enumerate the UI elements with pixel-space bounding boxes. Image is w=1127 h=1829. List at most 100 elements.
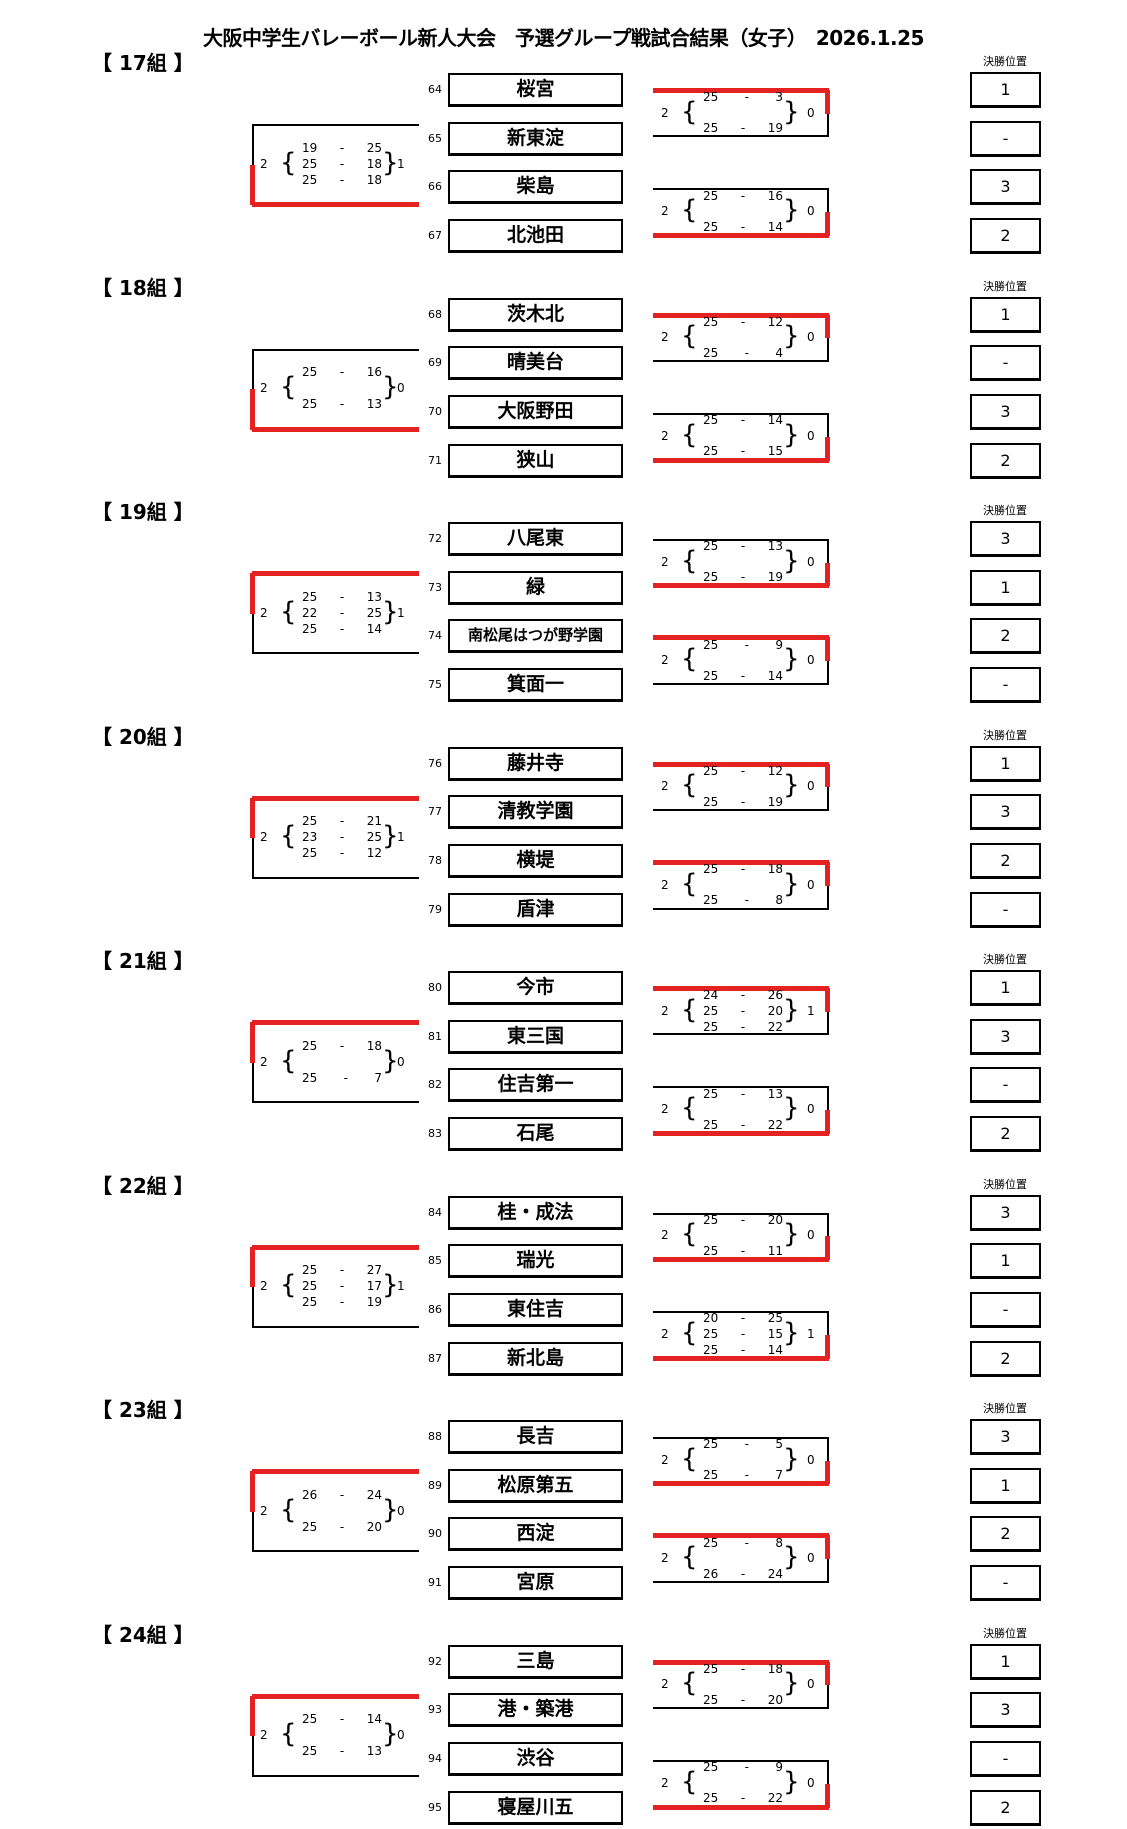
set-score-right: 25 — [366, 605, 382, 620]
set-score-right: 22 — [767, 1019, 783, 1034]
team-seed-number: 77 — [428, 805, 442, 819]
set-score-row: 25-16 — [302, 365, 382, 379]
final-rank-box: 2 — [970, 1340, 1041, 1377]
set-score-left: 25 — [703, 668, 719, 683]
bracket-lower-side — [825, 1334, 830, 1359]
set-score-right: 18 — [366, 1038, 382, 1053]
set-score-right: 24 — [767, 1566, 783, 1581]
sets-won-left: 2 — [661, 1452, 669, 1467]
team-name: 石尾 — [448, 1117, 623, 1152]
set-score-right: 12 — [767, 763, 783, 778]
sets-won-right: 0 — [397, 1503, 405, 1518]
sets-won-right: 0 — [807, 1452, 815, 1467]
rank-header: 決勝位置 — [983, 1402, 1027, 1415]
sets-won-right: 0 — [807, 428, 815, 443]
left-brace-icon: { — [681, 321, 698, 351]
set-dash: - — [339, 397, 345, 411]
left-brace-icon: { — [681, 1443, 698, 1474]
right-brace-icon: } — [382, 1719, 399, 1749]
right-brace-icon: } — [783, 195, 800, 225]
rank-header: 決勝位置 — [983, 279, 1027, 293]
group-label: 【 18組 】 — [92, 275, 194, 300]
sets-won-left: 2 — [661, 1102, 669, 1116]
set-score-left: 20 — [703, 1310, 719, 1325]
group-label: 【 19組 】 — [92, 500, 194, 524]
rank-header: 決勝位置 — [983, 55, 1027, 68]
team-name: 晴美台 — [448, 346, 623, 381]
team-name: 東住吉 — [448, 1292, 623, 1327]
sets-won-left: 2 — [661, 105, 669, 120]
sets-won-left: 2 — [661, 653, 669, 667]
team-seed-number: 82 — [428, 1078, 442, 1092]
set-dash: - — [740, 987, 746, 1002]
set-score-row: 25-19 — [302, 1295, 382, 1309]
bracket-lower-side — [252, 1511, 254, 1552]
set-score-row: 25-13 — [302, 590, 382, 604]
set-score-left: 25 — [703, 1342, 719, 1357]
final-rank-box: 1 — [970, 72, 1041, 108]
bracket-lower-side — [825, 212, 830, 236]
set-score-row: 24-26 — [703, 988, 783, 1002]
sets-won-right: 0 — [807, 653, 815, 667]
set-dash: - — [744, 1437, 749, 1451]
set-dash: - — [343, 1070, 348, 1085]
set-dash: - — [339, 172, 345, 187]
set-score-left: 25 — [703, 90, 719, 104]
set-score-row: 25-18 — [302, 173, 382, 187]
bracket-lower-side — [827, 1685, 829, 1709]
sets-won-left: 2 — [260, 1503, 268, 1518]
sets-won-left: 2 — [661, 877, 669, 892]
set-dash: - — [740, 188, 746, 203]
set-score-right: 7 — [374, 1070, 382, 1085]
set-score-right: 24 — [366, 1487, 382, 1502]
team-seed-number: 91 — [428, 1576, 442, 1590]
bracket-bottom-line — [653, 1481, 829, 1486]
sets-won-left: 2 — [260, 156, 268, 171]
bracket-top-line — [653, 1212, 829, 1215]
sets-won-left: 2 — [661, 1228, 669, 1242]
set-score-left: 25 — [703, 1661, 719, 1676]
set-score-row: 25-19 — [703, 570, 783, 584]
set-dash: - — [740, 1326, 746, 1341]
set-score-left: 25 — [703, 1243, 719, 1258]
set-dash: - — [740, 1019, 746, 1034]
bracket-bottom-line — [252, 426, 419, 432]
bracket-lower-side — [825, 436, 830, 461]
set-dash: - — [740, 1243, 746, 1258]
set-score-right: 20 — [767, 1692, 783, 1707]
set-score-left: 25 — [302, 1070, 318, 1085]
set-score-right: 20 — [366, 1519, 382, 1534]
sets-won-left: 2 — [661, 428, 669, 443]
final-rank-box: 2 — [970, 218, 1041, 255]
sets-won-right: 0 — [807, 1677, 815, 1691]
sets-won-left: 2 — [661, 554, 669, 569]
left-brace-icon: { — [280, 1719, 297, 1749]
rank-header: 決勝位置 — [983, 504, 1027, 517]
bracket-bottom-line — [653, 808, 829, 811]
set-score-left: 26 — [302, 1487, 318, 1502]
set-dash: - — [740, 1791, 746, 1805]
right-brace-icon: } — [783, 96, 800, 127]
team-seed-number: 95 — [428, 1800, 442, 1814]
set-score-right: 20 — [767, 1212, 783, 1227]
set-score-row: 25-13 — [703, 1087, 783, 1101]
final-rank-box: - — [970, 667, 1041, 704]
set-score-left: 25 — [703, 1003, 719, 1018]
set-score-row: 25-19 — [703, 121, 783, 135]
sets-won-right: 0 — [807, 779, 815, 793]
team-name: 清教学園 — [448, 795, 623, 830]
set-score-row: 25-18 — [302, 1039, 382, 1053]
team-name: 寝屋川五 — [448, 1790, 623, 1825]
bracket-top-line — [252, 1693, 419, 1699]
set-score-row: 26-24 — [302, 1488, 382, 1502]
set-score-row: 25-8 — [703, 1536, 783, 1550]
bracket-lower-side — [827, 113, 829, 137]
set-score-right: 8 — [775, 1535, 783, 1550]
set-dash: - — [740, 763, 746, 778]
set-score-right: 20 — [767, 1003, 783, 1018]
set-score-left: 25 — [703, 1086, 719, 1101]
